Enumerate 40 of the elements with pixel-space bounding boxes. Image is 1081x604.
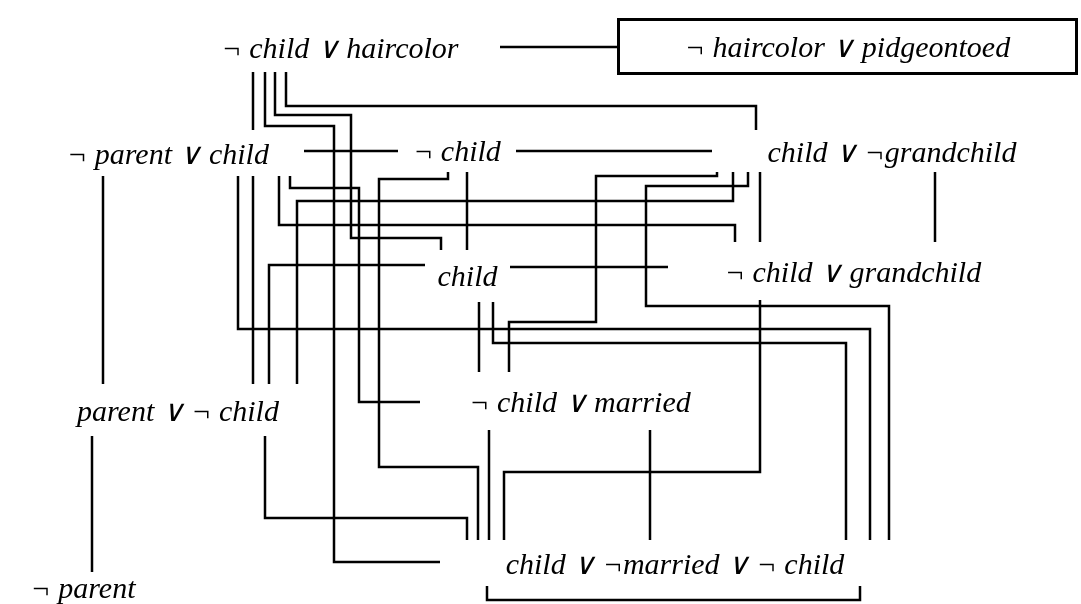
connector-line [273, 72, 443, 250]
clause-label: ¬ parent [8, 572, 158, 604]
connector-line [465, 172, 469, 250]
connector-line [377, 172, 480, 540]
clause-label: ¬ child ∨ married [420, 372, 740, 430]
connector-line [502, 300, 762, 540]
connector-line [251, 72, 255, 130]
connector-line [295, 172, 735, 384]
clause-label: ¬ child ∨ grandchild [668, 242, 1038, 300]
connector-line [485, 586, 862, 602]
clause-label: ¬ child [398, 130, 516, 172]
connector-line [487, 430, 491, 540]
connector-line [516, 149, 712, 153]
connector-line [648, 430, 652, 540]
connector-line [267, 263, 425, 384]
connector-line [263, 72, 440, 564]
connector-line [933, 172, 937, 242]
connector-line [510, 265, 668, 269]
connector-line [236, 176, 872, 540]
connector-line [251, 176, 255, 384]
connector-line [90, 436, 94, 572]
clause-box: ¬ haircolor ∨ pidgeontoed [617, 18, 1078, 75]
connector-line [288, 176, 420, 404]
connector-line [507, 171, 719, 372]
clause-label: child ∨ ¬married ∨ ¬ child [440, 540, 910, 586]
clause-label: parent ∨ ¬ child [42, 384, 314, 436]
connector-line [284, 72, 758, 130]
clause-label: ¬ child ∨ haircolor [180, 22, 500, 72]
connector-line [477, 302, 481, 372]
clause-label: child ∨ ¬grandchild [712, 130, 1072, 172]
connector-line [758, 172, 762, 242]
connector-line [491, 302, 848, 540]
connector-line [644, 172, 891, 540]
connector-line [101, 176, 105, 384]
clause-label: ¬ parent ∨ child [32, 130, 304, 176]
connector-line [263, 436, 469, 540]
connector-line [277, 176, 737, 242]
connector-line [304, 149, 398, 153]
clause-label: child [425, 250, 510, 302]
connector-line [500, 45, 617, 49]
